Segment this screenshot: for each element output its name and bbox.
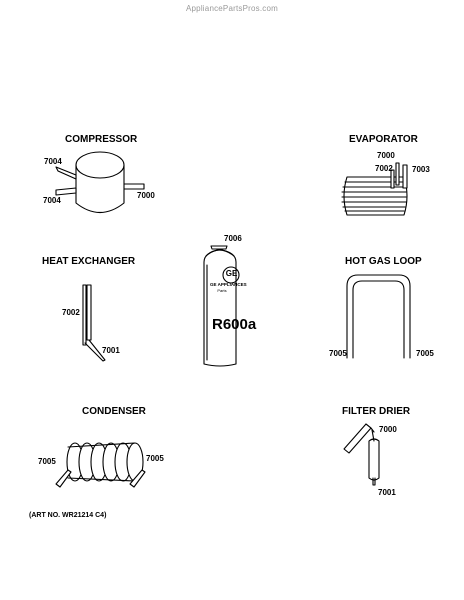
refrigerant-part-number: 7006 bbox=[224, 234, 242, 243]
compressor-drawing bbox=[55, 151, 145, 214]
hot-gas-loop-drawing bbox=[346, 274, 411, 359]
evaporator-label-7000: 7000 bbox=[377, 151, 395, 160]
condenser-label-right: 7005 bbox=[146, 454, 164, 463]
hot-gas-loop-label-left: 7005 bbox=[329, 349, 347, 358]
evaporator-label-7002: 7002 bbox=[375, 164, 393, 173]
condenser-title: CONDENSER bbox=[82, 406, 146, 417]
compressor-label-7004-bottom: 7004 bbox=[43, 196, 61, 205]
filter-drier-title: FILTER DRIER bbox=[342, 406, 411, 417]
filter-drier-drawing bbox=[343, 423, 380, 486]
heat-exchanger-title: HEAT EXCHANGER bbox=[42, 256, 136, 267]
compressor-label-7000: 7000 bbox=[137, 191, 155, 200]
art-number: (ART NO. WR21214 C4) bbox=[29, 512, 107, 519]
condenser-drawing bbox=[55, 442, 146, 488]
compressor-label-7004-top: 7004 bbox=[44, 157, 62, 166]
compressor-title: COMPRESSOR bbox=[65, 134, 138, 145]
refrigerant-can-drawing bbox=[203, 245, 240, 367]
can-sub-text: Parts bbox=[217, 288, 227, 293]
hot-gas-loop-label-right: 7005 bbox=[416, 349, 434, 358]
heat-exchanger-label-7002: 7002 bbox=[62, 308, 80, 317]
ge-logo: GE bbox=[225, 269, 238, 278]
refrigerant-gas-label: R600a bbox=[212, 316, 257, 333]
filter-drier-label-7001: 7001 bbox=[378, 488, 396, 497]
hot-gas-loop-title: HOT GAS LOOP bbox=[345, 256, 422, 267]
watermark: AppliancePartsPros.com bbox=[186, 4, 278, 13]
heat-exchanger-label-7001: 7001 bbox=[102, 346, 120, 355]
can-brand-text: GE APPLIANCES bbox=[210, 282, 247, 287]
evaporator-drawing bbox=[341, 162, 408, 216]
condenser-label-left: 7005 bbox=[38, 457, 56, 466]
evaporator-title: EVAPORATOR bbox=[349, 134, 418, 145]
filter-drier-label-7000: 7000 bbox=[379, 425, 397, 434]
heat-exchanger-drawing bbox=[82, 284, 106, 362]
evaporator-label-7003: 7003 bbox=[412, 165, 430, 174]
